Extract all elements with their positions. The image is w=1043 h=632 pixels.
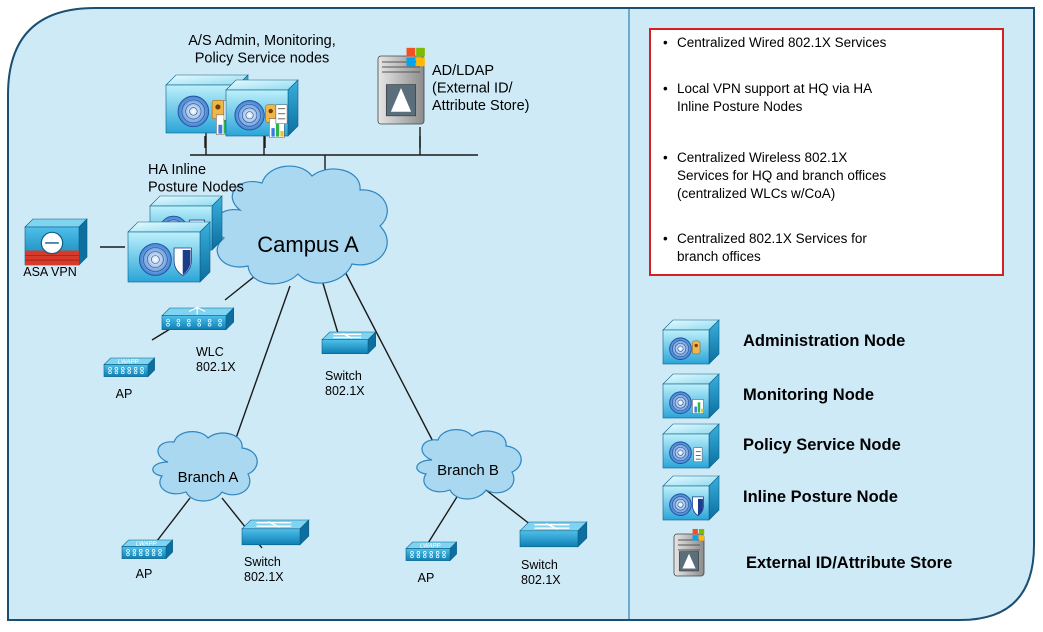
summary-bullet-dot: • <box>663 81 668 96</box>
ad-ldap-label: AD/LDAP(External ID/Attribute Store) <box>432 63 530 114</box>
legend-label: Monitoring Node <box>743 386 874 404</box>
external-id-store-icon <box>673 528 705 577</box>
summary-bullet-dot: • <box>663 231 668 246</box>
inline-posture-node-icon <box>662 475 720 521</box>
campus-a-cloud: Campus A <box>213 165 388 285</box>
legend-label: External ID/Attribute Store <box>746 554 952 572</box>
asa-vpn-icon <box>24 218 88 266</box>
svg-text:LWAPP: LWAPP <box>420 543 441 549</box>
monitoring-node-icon <box>662 373 720 419</box>
asa-vpn-label: ASA VPN <box>23 265 77 279</box>
summary-bullet-dot: • <box>663 150 668 165</box>
summary-bullets: • Centralized Wired 802.1X Services • Local… <box>663 35 887 264</box>
ad-ldap-server-icon <box>377 47 425 125</box>
summary-bullet-dot: • <box>663 35 668 50</box>
branch-a-cloud: Branch A <box>152 431 258 502</box>
svg-text:LWAPP: LWAPP <box>118 359 139 365</box>
hq-ap-label: AP <box>116 387 133 401</box>
hq-switch-icon <box>321 331 377 355</box>
ha-inline-posture-node-2 <box>127 221 211 283</box>
svg-text:LWAPP: LWAPP <box>136 541 157 547</box>
policy-service-node-icon <box>662 423 720 469</box>
campus-a-label: Campus A <box>257 232 359 257</box>
admin-monitoring-policy-node-2 <box>225 79 299 138</box>
branch-a-label: Branch A <box>178 469 239 486</box>
legend-label: Administration Node <box>743 332 905 350</box>
branch-b-label: Branch B <box>437 462 499 479</box>
ise-nodes-label: A/S Admin, Monitoring,Policy Service nod… <box>188 33 336 66</box>
summary-bullet: Centralized Wired 802.1X Services <box>677 35 887 50</box>
wlc-icon <box>161 306 235 331</box>
branch-b-switch-icon <box>519 521 588 548</box>
branch-b-cloud: Branch B <box>416 429 522 500</box>
branch-a-switch-icon <box>241 519 310 546</box>
branch-a-ap-icon: LWAPP <box>121 539 174 560</box>
summary-box <box>649 28 1004 276</box>
branch-b-ap-icon: LWAPP <box>405 541 458 562</box>
hq-ap-icon: LWAPP <box>103 357 156 378</box>
branch-b-ap-label: AP <box>418 571 435 585</box>
legend-label: Policy Service Node <box>743 436 901 454</box>
legend-label: Inline Posture Node <box>743 488 898 506</box>
administration-node-icon <box>662 319 720 365</box>
branch-a-ap-label: AP <box>136 567 153 581</box>
